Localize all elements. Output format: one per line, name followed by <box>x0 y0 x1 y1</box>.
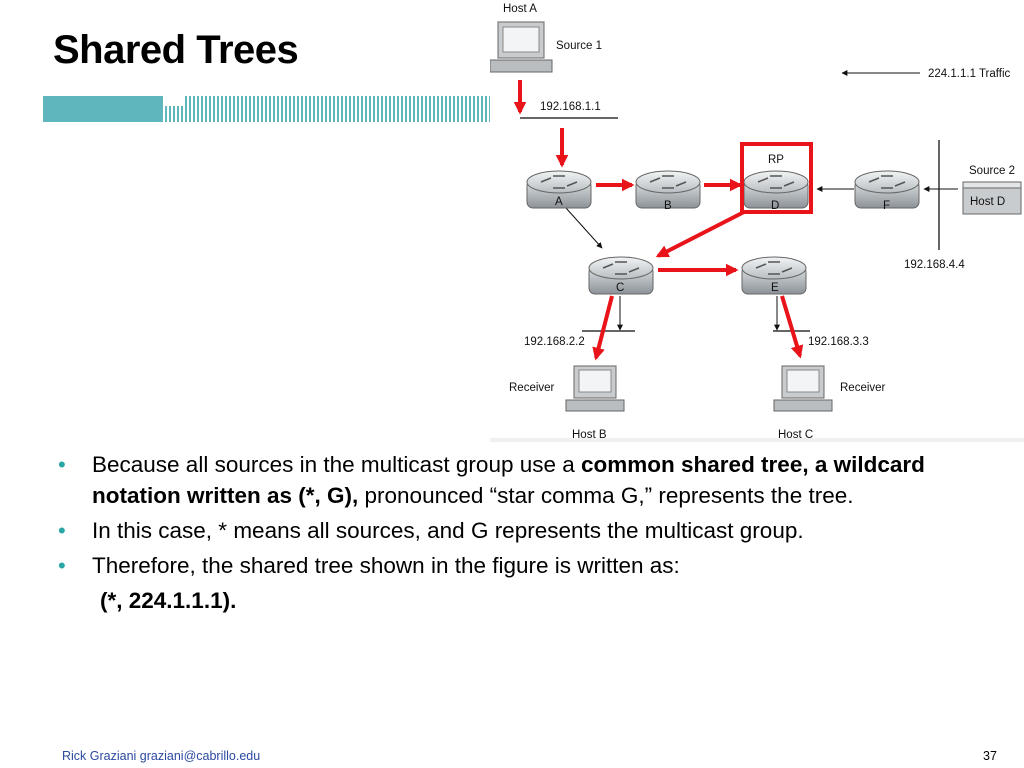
host-c-computer-icon <box>773 365 833 412</box>
router-d-label: D <box>771 200 779 212</box>
footer-author: Rick Graziani graziani@cabrillo.edu <box>62 749 261 763</box>
host-b-label: Host B <box>572 429 607 441</box>
bullet-text: Therefore, the shared tree shown in the … <box>92 553 680 578</box>
shared-tree-path <box>513 80 804 361</box>
bullet-dot-icon: • <box>58 452 66 477</box>
host-a-computer-icon <box>490 21 553 73</box>
bullet-item: • Therefore, the shared tree shown in th… <box>58 550 988 581</box>
router-c-label: C <box>616 282 624 294</box>
bullet-text: Because all sources in the multicast gro… <box>92 452 582 477</box>
rp-highlight-box <box>740 142 813 214</box>
bullet-item: • Because all sources in the multicast g… <box>58 449 988 511</box>
bullet-dot-icon: • <box>58 518 66 543</box>
network-diagram: Host A Source 1 224.1.1.1 Traffic 192.16… <box>490 0 1024 442</box>
traffic-label: 224.1.1.1 Traffic <box>928 68 1011 80</box>
router-b-icon <box>635 170 701 209</box>
rp-label: RP <box>768 154 784 166</box>
ip-b-label: 192.168.2.2 <box>524 336 585 348</box>
host-a-label: Host A <box>503 3 537 15</box>
ip-c-label: 192.168.3.3 <box>808 336 869 348</box>
bullet-dot-icon: • <box>58 553 66 578</box>
source-2-label: Source 2 <box>969 165 1015 177</box>
bullet-item: • In this case, * means all sources, and… <box>58 515 988 546</box>
decorative-band <box>43 96 495 122</box>
slide-title: Shared Trees <box>53 28 299 72</box>
bullet-text-cont: pronounced “star comma G,” represents th… <box>358 483 854 508</box>
notation-answer: (*, 224.1.1.1). <box>100 588 237 613</box>
router-f-icon <box>854 170 920 209</box>
host-b-computer-icon <box>565 365 625 412</box>
host-c-label: Host C <box>778 429 813 441</box>
host-d-label: Host D <box>970 196 1005 208</box>
router-d-icon <box>743 170 809 209</box>
router-f-label: F <box>883 200 890 212</box>
page-number: 37 <box>983 749 997 763</box>
host-d-device-icon <box>962 181 1022 215</box>
ip-d-label: 192.168.4.4 <box>904 259 965 271</box>
router-e-label: E <box>771 282 779 294</box>
receiver-left-label: Receiver <box>509 382 555 394</box>
router-c-icon <box>588 256 654 295</box>
router-a-icon <box>526 170 592 209</box>
router-e-icon <box>741 256 807 295</box>
router-a-label: A <box>555 196 563 208</box>
router-b-label: B <box>664 200 672 212</box>
bullet-bold-text: common shared tree, a wildcard notation … <box>92 452 925 508</box>
bullet-text: In this case, * means all sources, and G… <box>92 518 804 543</box>
source-1-label: Source 1 <box>556 40 602 52</box>
ip-a-label: 192.168.1.1 <box>540 101 601 113</box>
bullet-list: • Because all sources in the multicast g… <box>58 449 988 616</box>
receiver-right-label: Receiver <box>840 382 886 394</box>
